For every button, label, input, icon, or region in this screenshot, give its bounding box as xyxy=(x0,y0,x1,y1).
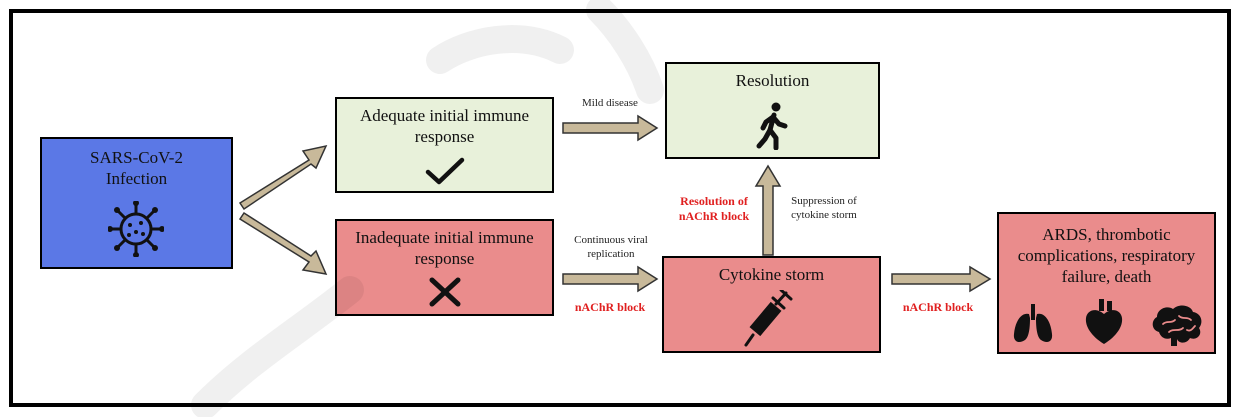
outcome-label: ARDS, thrombotic complications, respirat… xyxy=(1017,225,1196,286)
resolution-box: Resolution xyxy=(665,62,880,159)
cytokine-storm-box: Cytokine storm xyxy=(662,256,881,353)
heart-icon xyxy=(1085,299,1123,344)
inadequate-response-label: Inadequate initial immune response xyxy=(355,228,534,268)
inadequate-response-box: Inadequate initial immune response xyxy=(335,219,554,316)
nachr-block-label-1: nAChR block xyxy=(574,300,646,314)
cytokine-storm-label: Cytokine storm xyxy=(718,265,825,284)
arrow-inadequate-to-cytokine xyxy=(562,265,659,293)
infection-box: SARS-CoV-2 Infection xyxy=(40,137,233,269)
mild-disease-label: Mild disease xyxy=(582,97,638,109)
checkmark-icon xyxy=(425,157,465,185)
brain-icon xyxy=(1152,305,1202,346)
arrow-infection-to-inadequate xyxy=(238,211,328,275)
walking-person-icon xyxy=(756,102,788,150)
lungs-icon xyxy=(1013,304,1053,342)
nachr-block-label-2: nAChR block xyxy=(902,300,974,314)
resolution-label: Resolution xyxy=(735,71,810,90)
suppression-label: Suppression of cytokine storm xyxy=(791,195,857,221)
arrow-cytokine-to-resolution xyxy=(754,164,782,256)
arrow-infection-to-adequate xyxy=(238,144,328,211)
outcome-box: ARDS, thrombotic complications, respirat… xyxy=(997,212,1216,354)
syringe-icon xyxy=(744,290,793,347)
arrow-adequate-to-resolution xyxy=(562,114,659,142)
cross-icon xyxy=(429,277,461,307)
infection-label: SARS-CoV-2 Infection xyxy=(90,148,183,188)
arrow-cytokine-to-outcome xyxy=(891,265,992,293)
continuous-replication-label: Continuous viral replication xyxy=(574,234,648,260)
virus-icon xyxy=(108,201,164,257)
adequate-response-box: Adequate initial immune response xyxy=(335,97,554,193)
resolution-of-block-label: Resolution of nAChR block xyxy=(678,194,750,223)
adequate-response-label: Adequate initial immune response xyxy=(359,106,529,146)
